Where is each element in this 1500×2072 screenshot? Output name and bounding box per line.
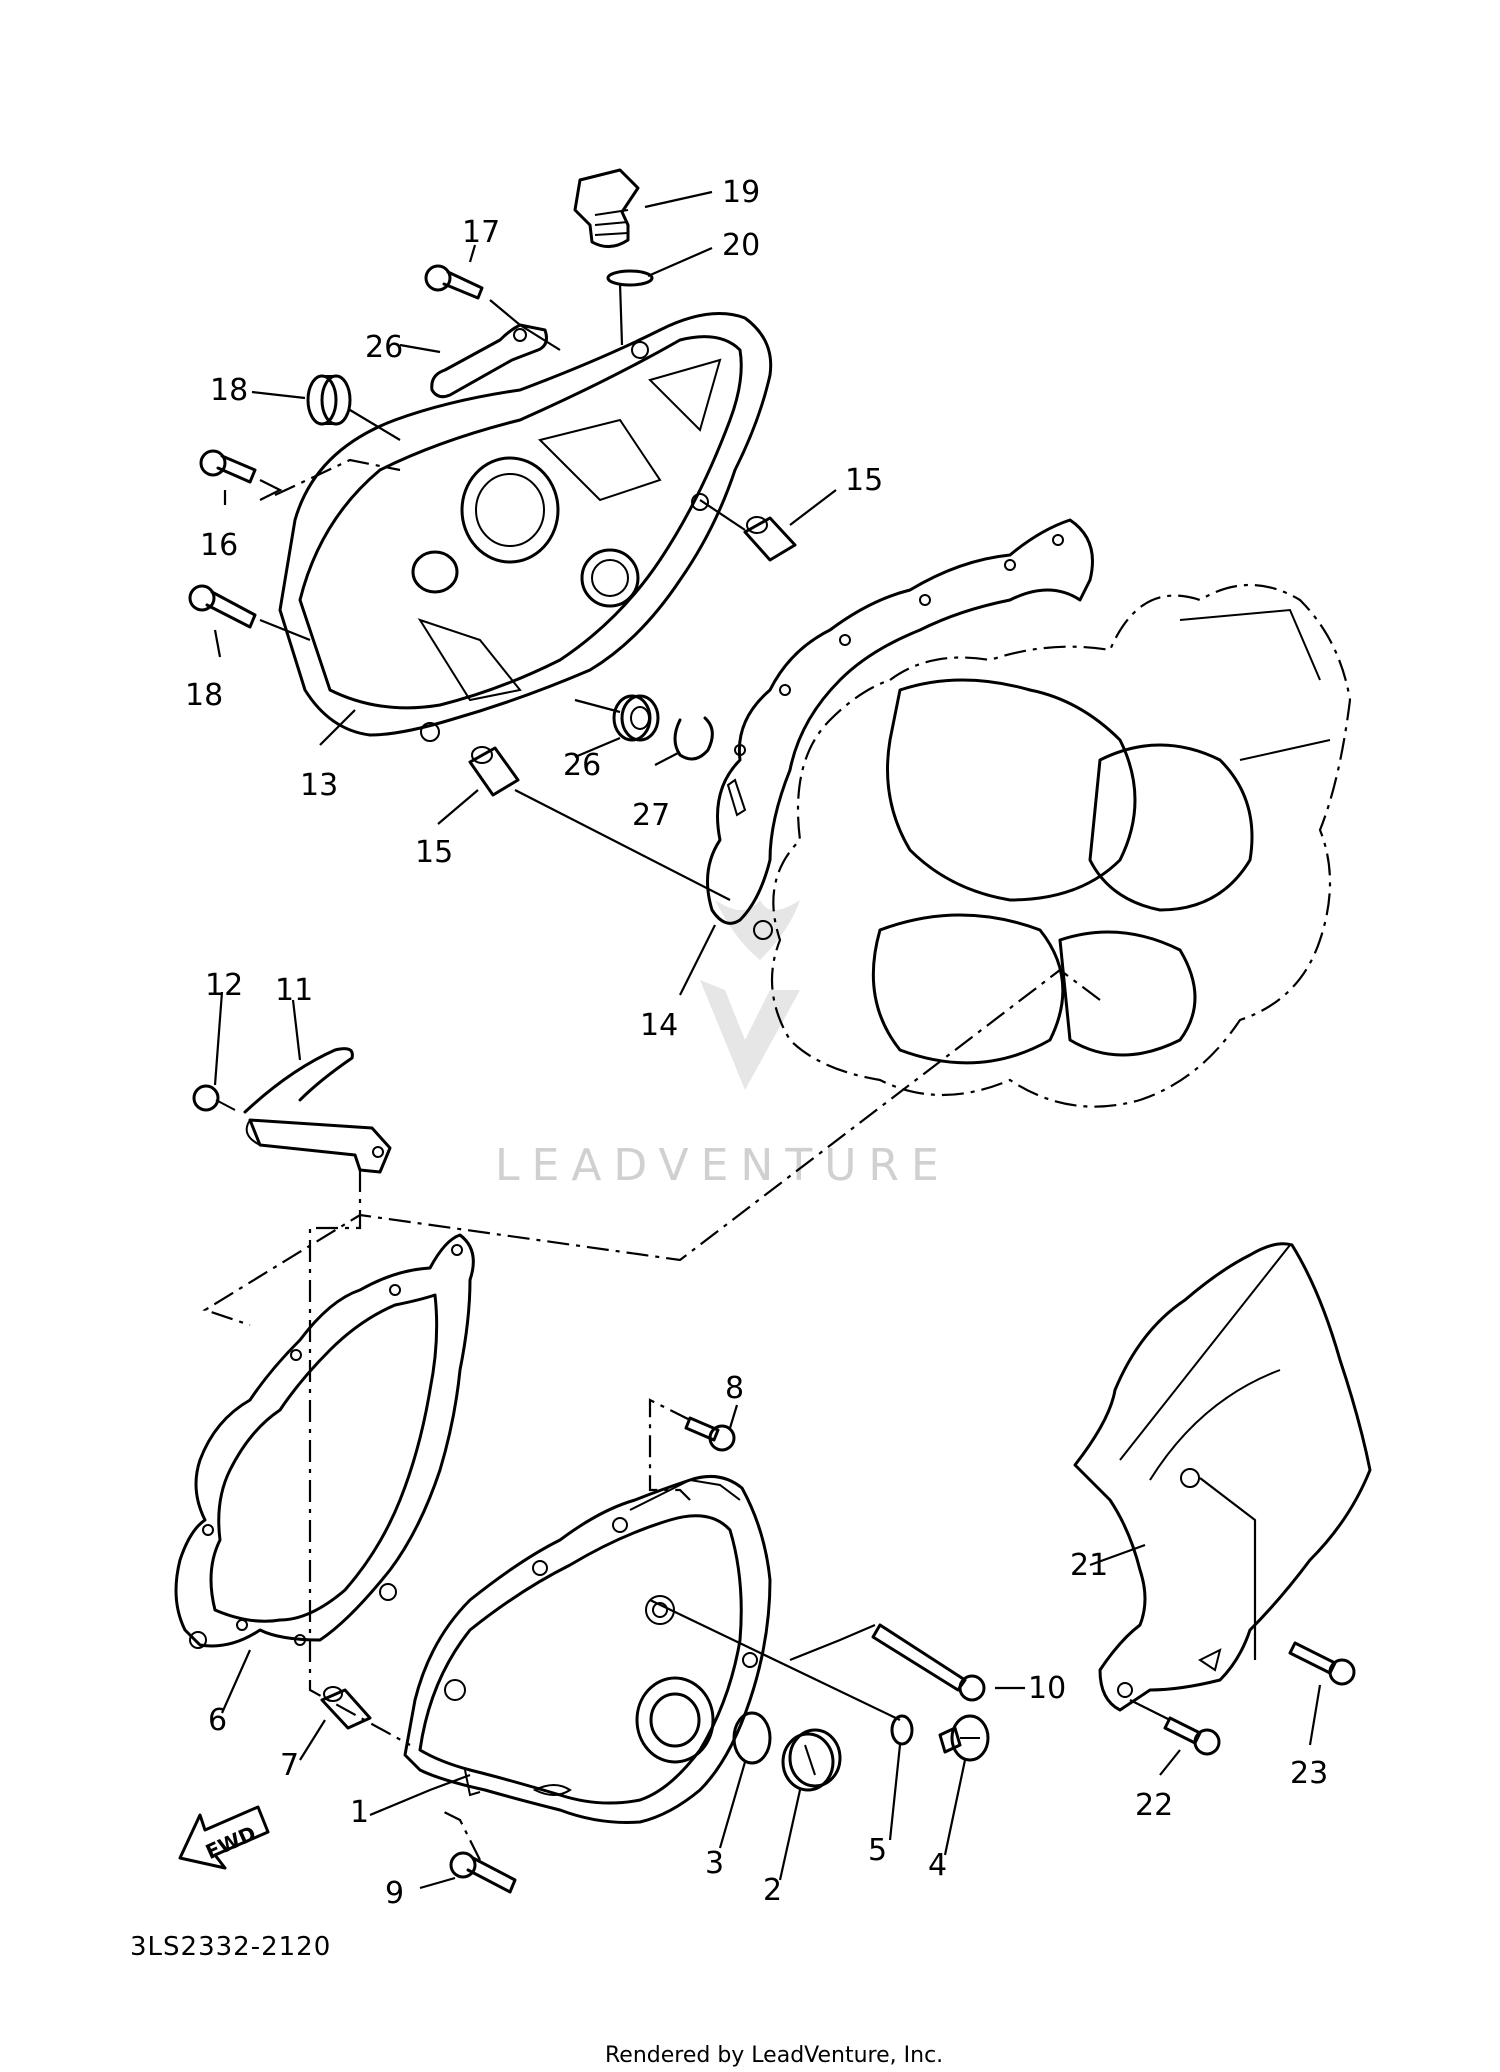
callout-24: 23 (1290, 1756, 1328, 1791)
part-code: 3LS2332-2120 (130, 1932, 331, 1962)
part-13-crankcase-cover (278, 312, 773, 742)
callout-14: 14 (640, 1008, 678, 1043)
part-8-screw (684, 1416, 736, 1452)
callout-26: 26 (563, 748, 601, 783)
leader-lines (202, 190, 1322, 1890)
callout-20: 19 (722, 175, 760, 210)
leadventure-watermark: LEADVENTURE (495, 900, 951, 1191)
callout-15-lower: 15 (415, 835, 453, 870)
fwd-arrow-icon: FWD (178, 1805, 270, 1870)
part-11-cable-holder (243, 1047, 392, 1174)
watermark-text: LEADVENTURE (495, 1140, 951, 1191)
callout-8: 8 (725, 1371, 744, 1406)
part-27-circlip (673, 716, 714, 761)
engine-block-outline (770, 584, 1352, 1108)
part-16-bolt (199, 449, 257, 484)
callout-6: 6 (208, 1703, 227, 1738)
part-6-cover-gasket (174, 1233, 475, 1649)
callout-10: 10 (1028, 1671, 1066, 1706)
part-12-screw (192, 1084, 236, 1112)
part-15-dowel-pin-lower (468, 746, 520, 797)
part-26-oil-seal (612, 694, 660, 742)
part-7-dowel-pin (320, 1686, 372, 1730)
part-3-o-ring (732, 1711, 772, 1765)
part-10-bolt (871, 1623, 986, 1702)
callout-15-upper: 15 (845, 463, 883, 498)
part-18-bolt (188, 584, 257, 629)
part-22-sprocket-cover (1073, 1242, 1372, 1712)
callout-22: 21 (1070, 1548, 1108, 1583)
callout-21: 20 (722, 228, 760, 263)
part-25-clamp (430, 323, 548, 399)
callout-3: 3 (705, 1846, 724, 1881)
part-23-bolt (1163, 1716, 1221, 1756)
callout-9: 9 (385, 1876, 404, 1911)
part-19-oil-seal (306, 374, 352, 426)
part-4-check-bolt (938, 1714, 990, 1762)
callout-7: 7 (280, 1748, 299, 1783)
callout-5: 5 (868, 1833, 887, 1868)
part-9-bolt (449, 1851, 517, 1894)
callout-16: 16 (200, 528, 238, 563)
callout-23: 22 (1135, 1788, 1173, 1823)
callout-2: 2 (763, 1873, 782, 1908)
part-1-crankcase-cover (403, 1474, 772, 1824)
part-15-dowel-pin-upper (743, 516, 797, 562)
part-14-crankcase-gasket (706, 518, 1094, 940)
part-20-oil-filler-cap (573, 168, 640, 248)
part-2-plug (781, 1728, 842, 1792)
callout-19: 18 (210, 373, 248, 408)
callout-18: 18 (185, 678, 223, 713)
part-5-o-ring (890, 1714, 914, 1746)
callout-4: 4 (928, 1848, 947, 1883)
footer-credit: Rendered by LeadVenture, Inc. (605, 2043, 943, 2068)
callout-labels: 19 20 17 26 18 16 15 18 13 26 27 15 14 1… (185, 175, 1328, 1911)
callout-1: 1 (350, 1795, 369, 1830)
callout-17: 17 (462, 215, 500, 250)
callout-25: 26 (365, 330, 403, 365)
callout-27: 27 (632, 798, 670, 833)
callout-11: 11 (275, 973, 313, 1008)
callout-13: 13 (300, 768, 338, 803)
callout-12: 12 (205, 968, 243, 1003)
part-17-bolt (424, 264, 484, 300)
part-24-bolt (1288, 1641, 1356, 1686)
part-21-o-ring (606, 269, 654, 287)
